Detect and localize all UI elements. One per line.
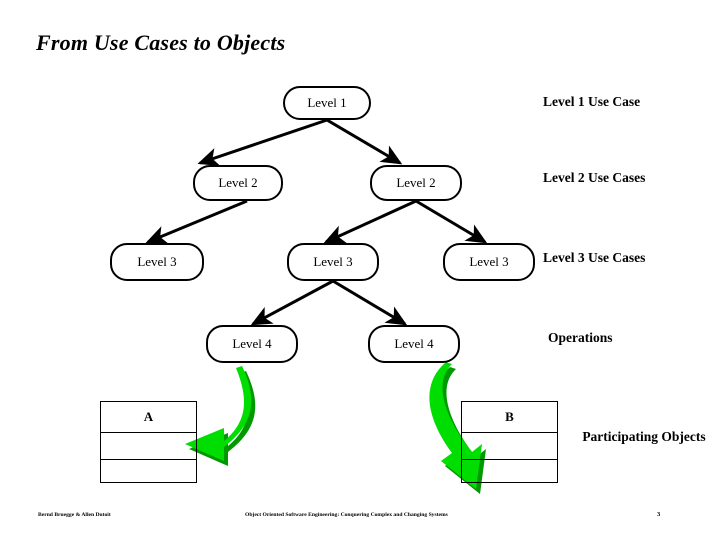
annotation-level-1-use-case: Level 1 Use Case: [543, 94, 641, 109]
annotation-level-3-use-cases: Level 3 Use Cases: [543, 250, 646, 265]
edge-l1-l2a: [197, 118, 328, 167]
footer-page-number: 3: [657, 511, 661, 518]
usecase-node-label: Level 4: [394, 336, 434, 351]
annotation-operations: Operations: [548, 330, 613, 345]
edge-l2b-l3b: [323, 199, 417, 244]
usecase-node-label: Level 1: [307, 95, 347, 110]
class-box-operations-compartment: [462, 460, 557, 482]
edge-l3b-l4a: [250, 279, 334, 326]
usecase-node-level-2-left[interactable]: Level 2: [193, 165, 283, 201]
green-arrow-to-a: [185, 366, 256, 466]
class-box-name: B: [462, 402, 557, 433]
usecase-node-level-1[interactable]: Level 1: [283, 86, 371, 120]
usecase-node-label: Level 3: [313, 254, 353, 269]
usecase-node-label: Level 2: [396, 175, 436, 190]
usecase-node-label: Level 3: [137, 254, 177, 269]
annotation-participating-objects: Participating Objects: [582, 429, 706, 444]
class-box-b[interactable]: B: [461, 401, 558, 483]
green-arrow-to-b: [429, 362, 486, 494]
usecase-node-label: Level 3: [469, 254, 509, 269]
edge-l3b-l4b: [332, 279, 408, 326]
usecase-node-level-3-middle[interactable]: Level 3: [287, 243, 379, 281]
page-title: From Use Cases to Objects: [36, 30, 286, 55]
footer-authors: Bernd Bruegge & Allen Dutoit: [38, 512, 111, 518]
annotation-level-2-use-cases: Level 2 Use Cases: [543, 170, 646, 185]
usecase-node-label: Level 2: [218, 175, 258, 190]
usecase-node-level-3-right[interactable]: Level 3: [443, 243, 535, 281]
usecase-node-level-4-left[interactable]: Level 4: [206, 325, 298, 363]
edge-l2a-l3a: [145, 199, 248, 244]
class-box-a[interactable]: A: [100, 401, 197, 483]
usecase-node-level-2-right[interactable]: Level 2: [370, 165, 462, 201]
edge-l1-l2b: [326, 118, 403, 165]
footer-book-title: Object Oriented Software Engineering: Co…: [245, 512, 448, 518]
usecase-node-level-4-right[interactable]: Level 4: [368, 325, 460, 363]
edge-l2b-l3c: [415, 199, 488, 244]
class-box-attributes-compartment: [462, 433, 557, 460]
usecase-node-level-3-left[interactable]: Level 3: [110, 243, 204, 281]
class-box-name: A: [101, 402, 196, 433]
usecase-node-label: Level 4: [232, 336, 272, 351]
class-box-operations-compartment: [101, 460, 196, 482]
class-box-attributes-compartment: [101, 433, 196, 460]
